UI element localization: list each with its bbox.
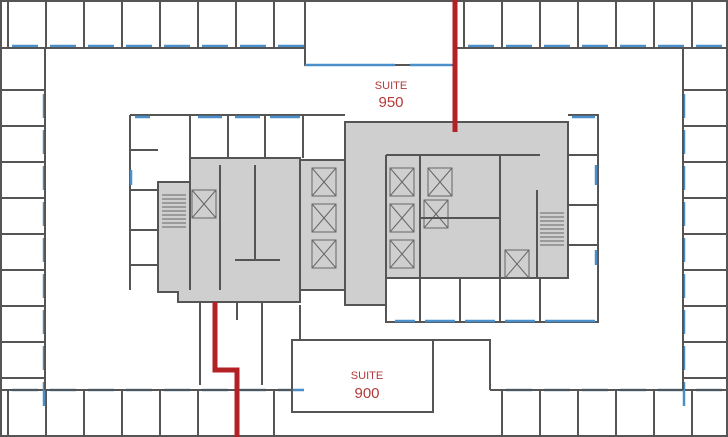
elevator-shafts [191, 167, 530, 279]
suite-950-label-line1: SUITE [375, 80, 407, 92]
building-core [157, 121, 569, 306]
corridor-wall [44, 48, 684, 390]
elevator-cross [389, 239, 415, 269]
suite-900-number: 900 [354, 385, 379, 402]
elevator-shaft [427, 167, 453, 197]
elevator-cross [423, 199, 449, 229]
elevator-shaft [389, 167, 415, 197]
elevator-cross [389, 167, 415, 197]
suite-950-label: SUITE 950 [375, 80, 407, 111]
suite-950-number: 950 [378, 94, 403, 111]
elevator-cross [504, 249, 530, 279]
elevator-cross [427, 167, 453, 197]
elevator-shaft [389, 239, 415, 269]
elevator-cross [191, 189, 217, 219]
egress-route-south [212, 302, 240, 437]
elevator-cross [311, 239, 337, 269]
elevator-shaft [389, 203, 415, 233]
elevator-shaft [504, 249, 530, 279]
elevator-shaft [311, 203, 337, 233]
suite-900-label-line1: SUITE [351, 370, 383, 382]
elevator-cross [311, 167, 337, 197]
elevator-shaft [311, 167, 337, 197]
elevator-shaft [191, 189, 217, 219]
stairs [162, 194, 564, 246]
inner-offices [129, 0, 728, 413]
suite-900-label: SUITE 900 [351, 370, 383, 402]
elevator-shaft [311, 239, 337, 269]
inner-windows [129, 63, 598, 323]
elevator-shaft [423, 199, 449, 229]
elevator-cross [389, 203, 415, 233]
elevator-cross [311, 203, 337, 233]
